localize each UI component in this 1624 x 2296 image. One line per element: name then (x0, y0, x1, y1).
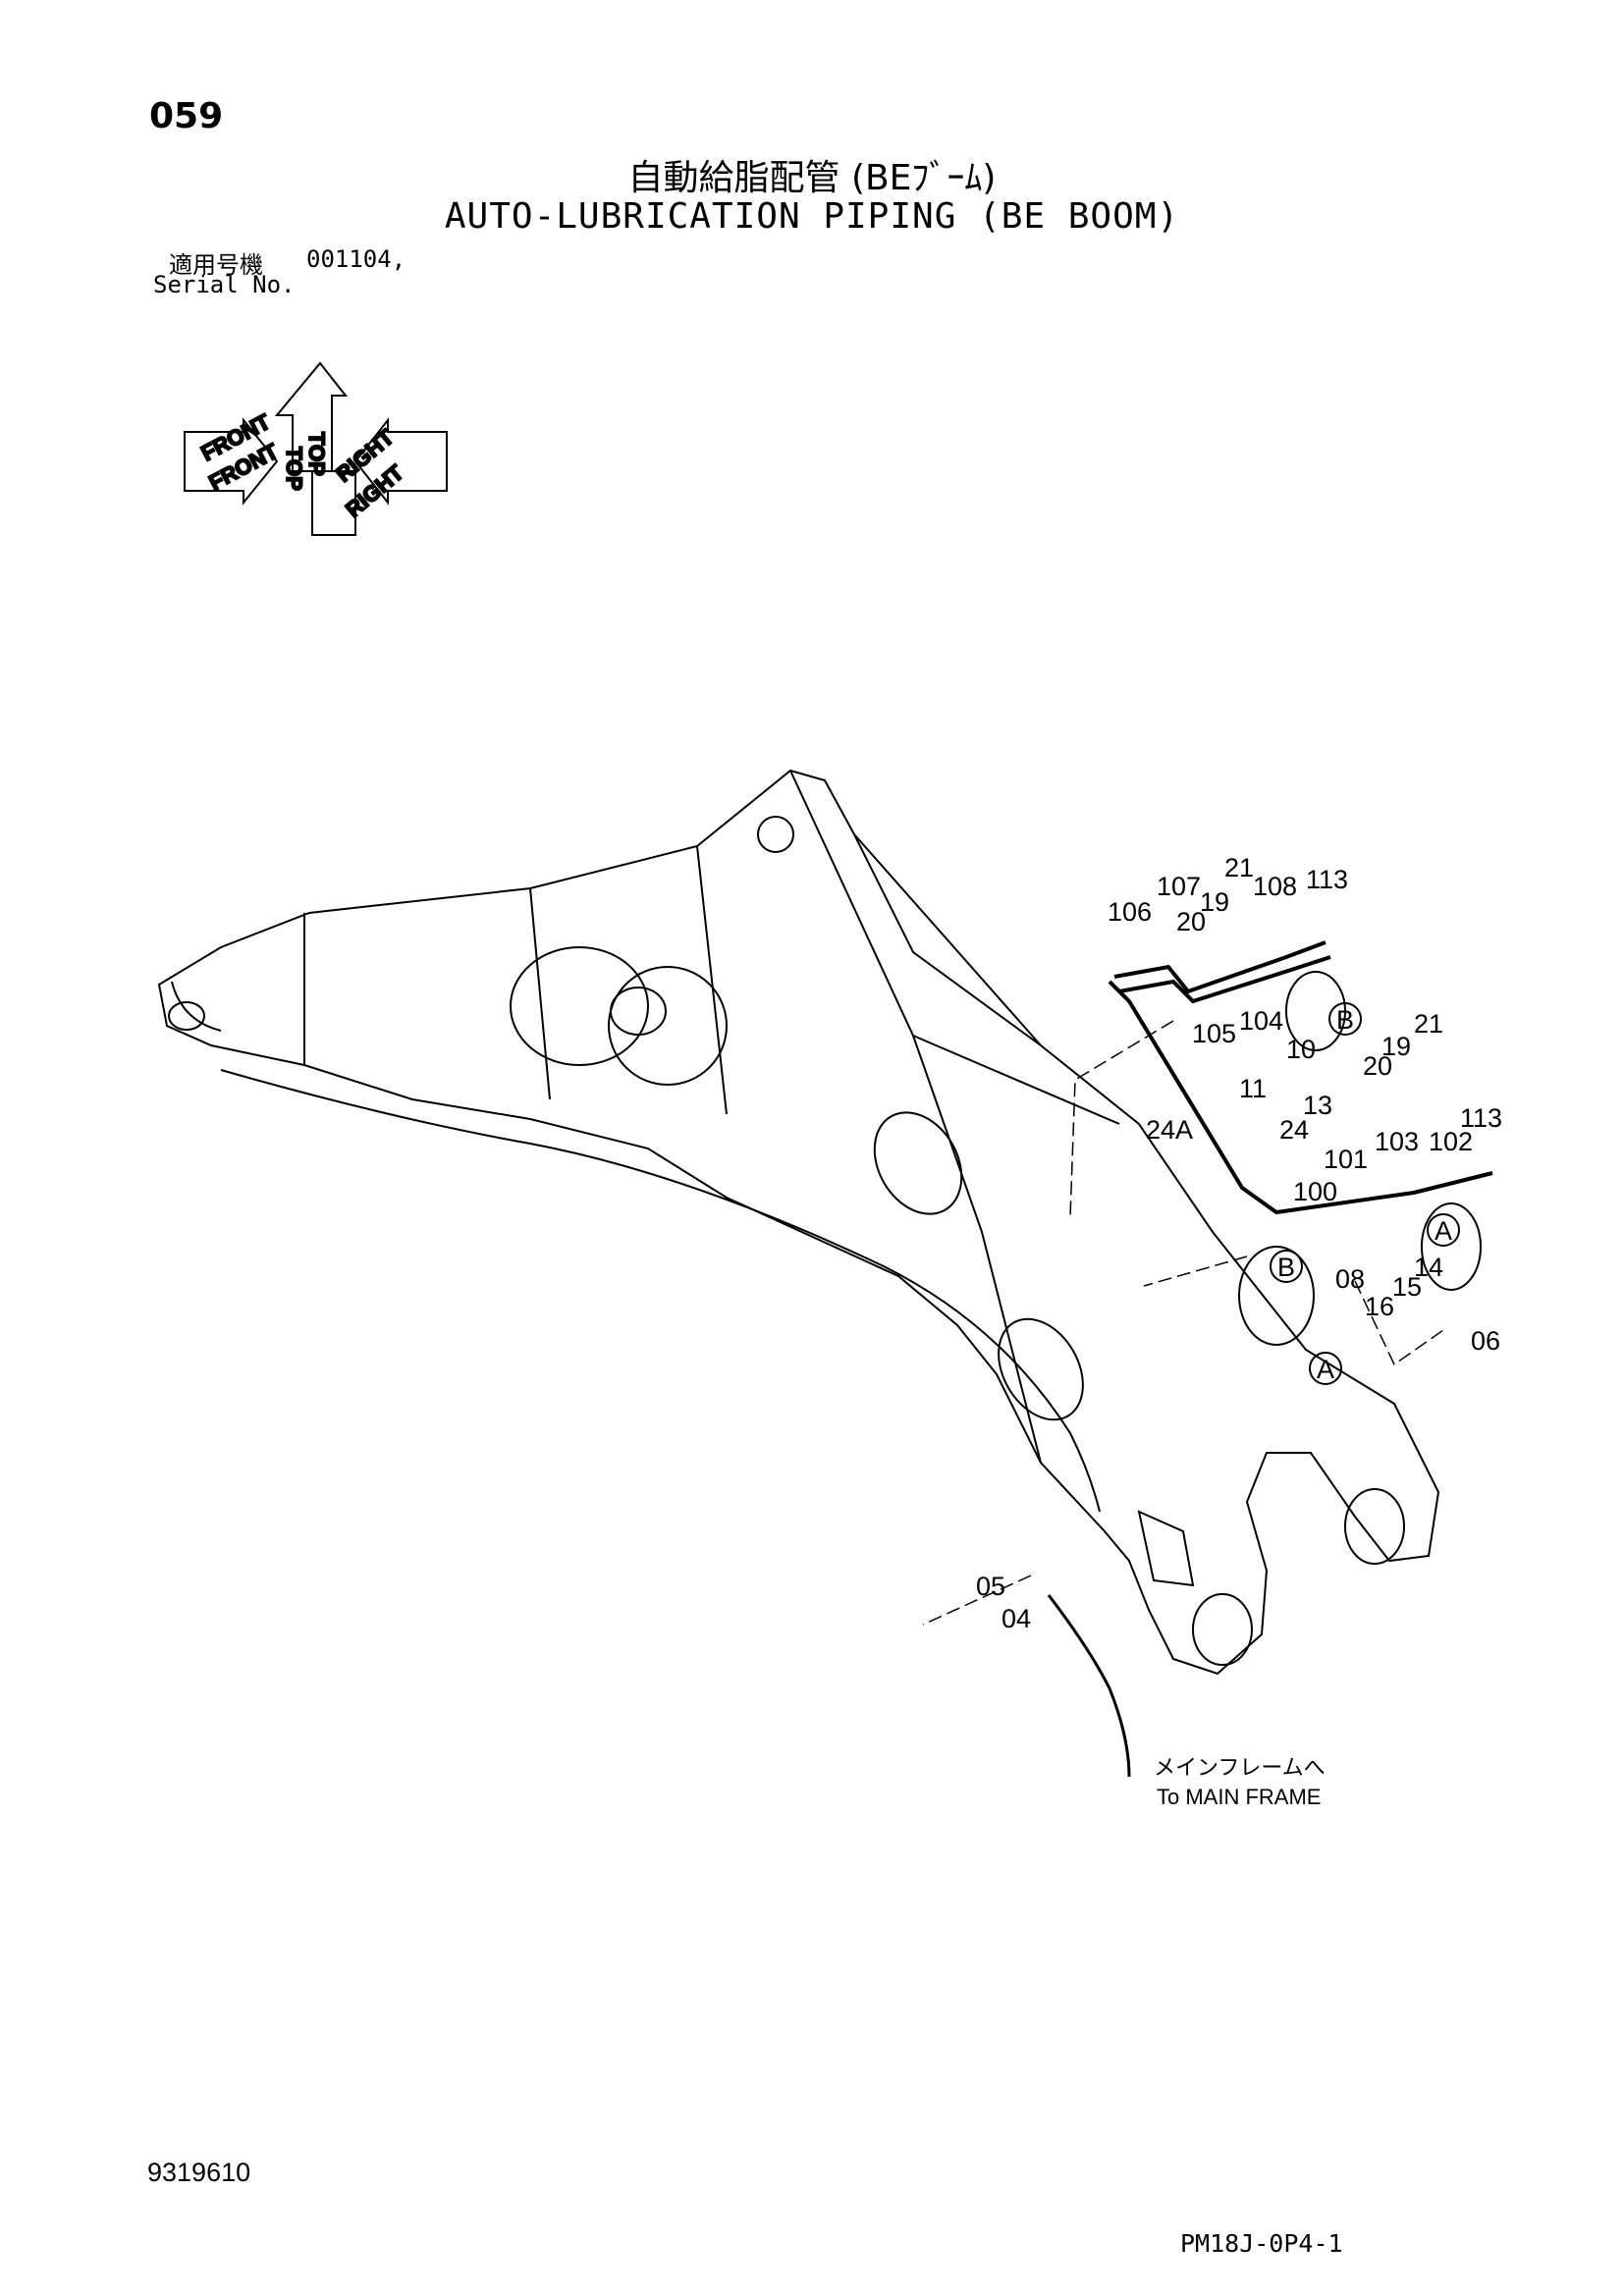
callout-08: 08 (1335, 1264, 1365, 1294)
callout-05: 05 (976, 1572, 1005, 1601)
detail-markers (1238, 971, 1482, 1385)
drawing-code: PM18J-0P4-1 (1180, 2229, 1343, 2258)
callout-10: 10 (1286, 1035, 1316, 1064)
callout-100: 100 (1293, 1177, 1337, 1206)
callout-113-upper: 113 (1306, 865, 1348, 894)
destination-label-english: To MAIN FRAME (1157, 1785, 1321, 1809)
orientation-top-label: TOP (282, 447, 306, 491)
serial-label-english: Serial No. (153, 271, 296, 298)
callout-13: 13 (1303, 1091, 1332, 1120)
callout-108: 108 (1253, 872, 1297, 901)
callout-102: 102 (1429, 1127, 1473, 1156)
detail-marker-a-right: A (1435, 1216, 1452, 1246)
document-number: 9319610 (147, 2158, 251, 2187)
detail-marker-a-lower: A (1317, 1355, 1334, 1384)
callout-113-lower: 113 (1460, 1103, 1502, 1133)
callout-103: 103 (1375, 1127, 1419, 1156)
callout-04: 04 (1001, 1604, 1031, 1633)
callout-15: 15 (1392, 1272, 1422, 1302)
callout-104: 104 (1239, 1006, 1283, 1036)
callout-105: 105 (1192, 1019, 1236, 1048)
callout-16: 16 (1365, 1292, 1394, 1321)
callout-107: 107 (1157, 872, 1201, 901)
serial-label-japanese: 適用号機 (169, 251, 263, 279)
orientation-top-label-outline: TOP (304, 432, 329, 476)
callout-06: 06 (1471, 1326, 1500, 1356)
callout-21-lower: 21 (1414, 1009, 1443, 1039)
callout-21-upper: 21 (1224, 853, 1254, 882)
destination-label-japanese: メインフレームへ (1154, 1755, 1326, 1780)
callout-20-upper: 20 (1176, 907, 1206, 936)
callout-14: 14 (1414, 1253, 1443, 1282)
callout-24A: 24A (1146, 1115, 1193, 1145)
hose-to-main-frame (1047, 1594, 1131, 1778)
callout-24: 24 (1279, 1115, 1309, 1145)
piping-runs (1108, 940, 1493, 1215)
serial-number-value: 001104, (306, 245, 406, 273)
callout-20-lower: 20 (1363, 1051, 1392, 1081)
callout-101: 101 (1324, 1145, 1368, 1174)
orientation-indicator: TOP TOP FRONT FRONT RIGHT RIGHT (184, 361, 448, 536)
callout-19-upper: 19 (1200, 887, 1229, 917)
callout-106: 106 (1108, 897, 1152, 927)
title-japanese: 自動給脂配管 (BEﾌﾞｰﾑ) (627, 158, 997, 198)
title-english: AUTO-LUBRICATION PIPING (BE BOOM) (444, 196, 1180, 237)
callout-11: 11 (1239, 1074, 1267, 1103)
pipe-leaders (922, 1020, 1444, 1626)
callout-19-lower: 19 (1381, 1032, 1411, 1061)
boom-outline (157, 769, 1440, 1676)
detail-marker-b-lower: B (1277, 1253, 1295, 1282)
detail-marker-b-upper: B (1336, 1005, 1354, 1035)
page-number: 059 (149, 96, 224, 136)
